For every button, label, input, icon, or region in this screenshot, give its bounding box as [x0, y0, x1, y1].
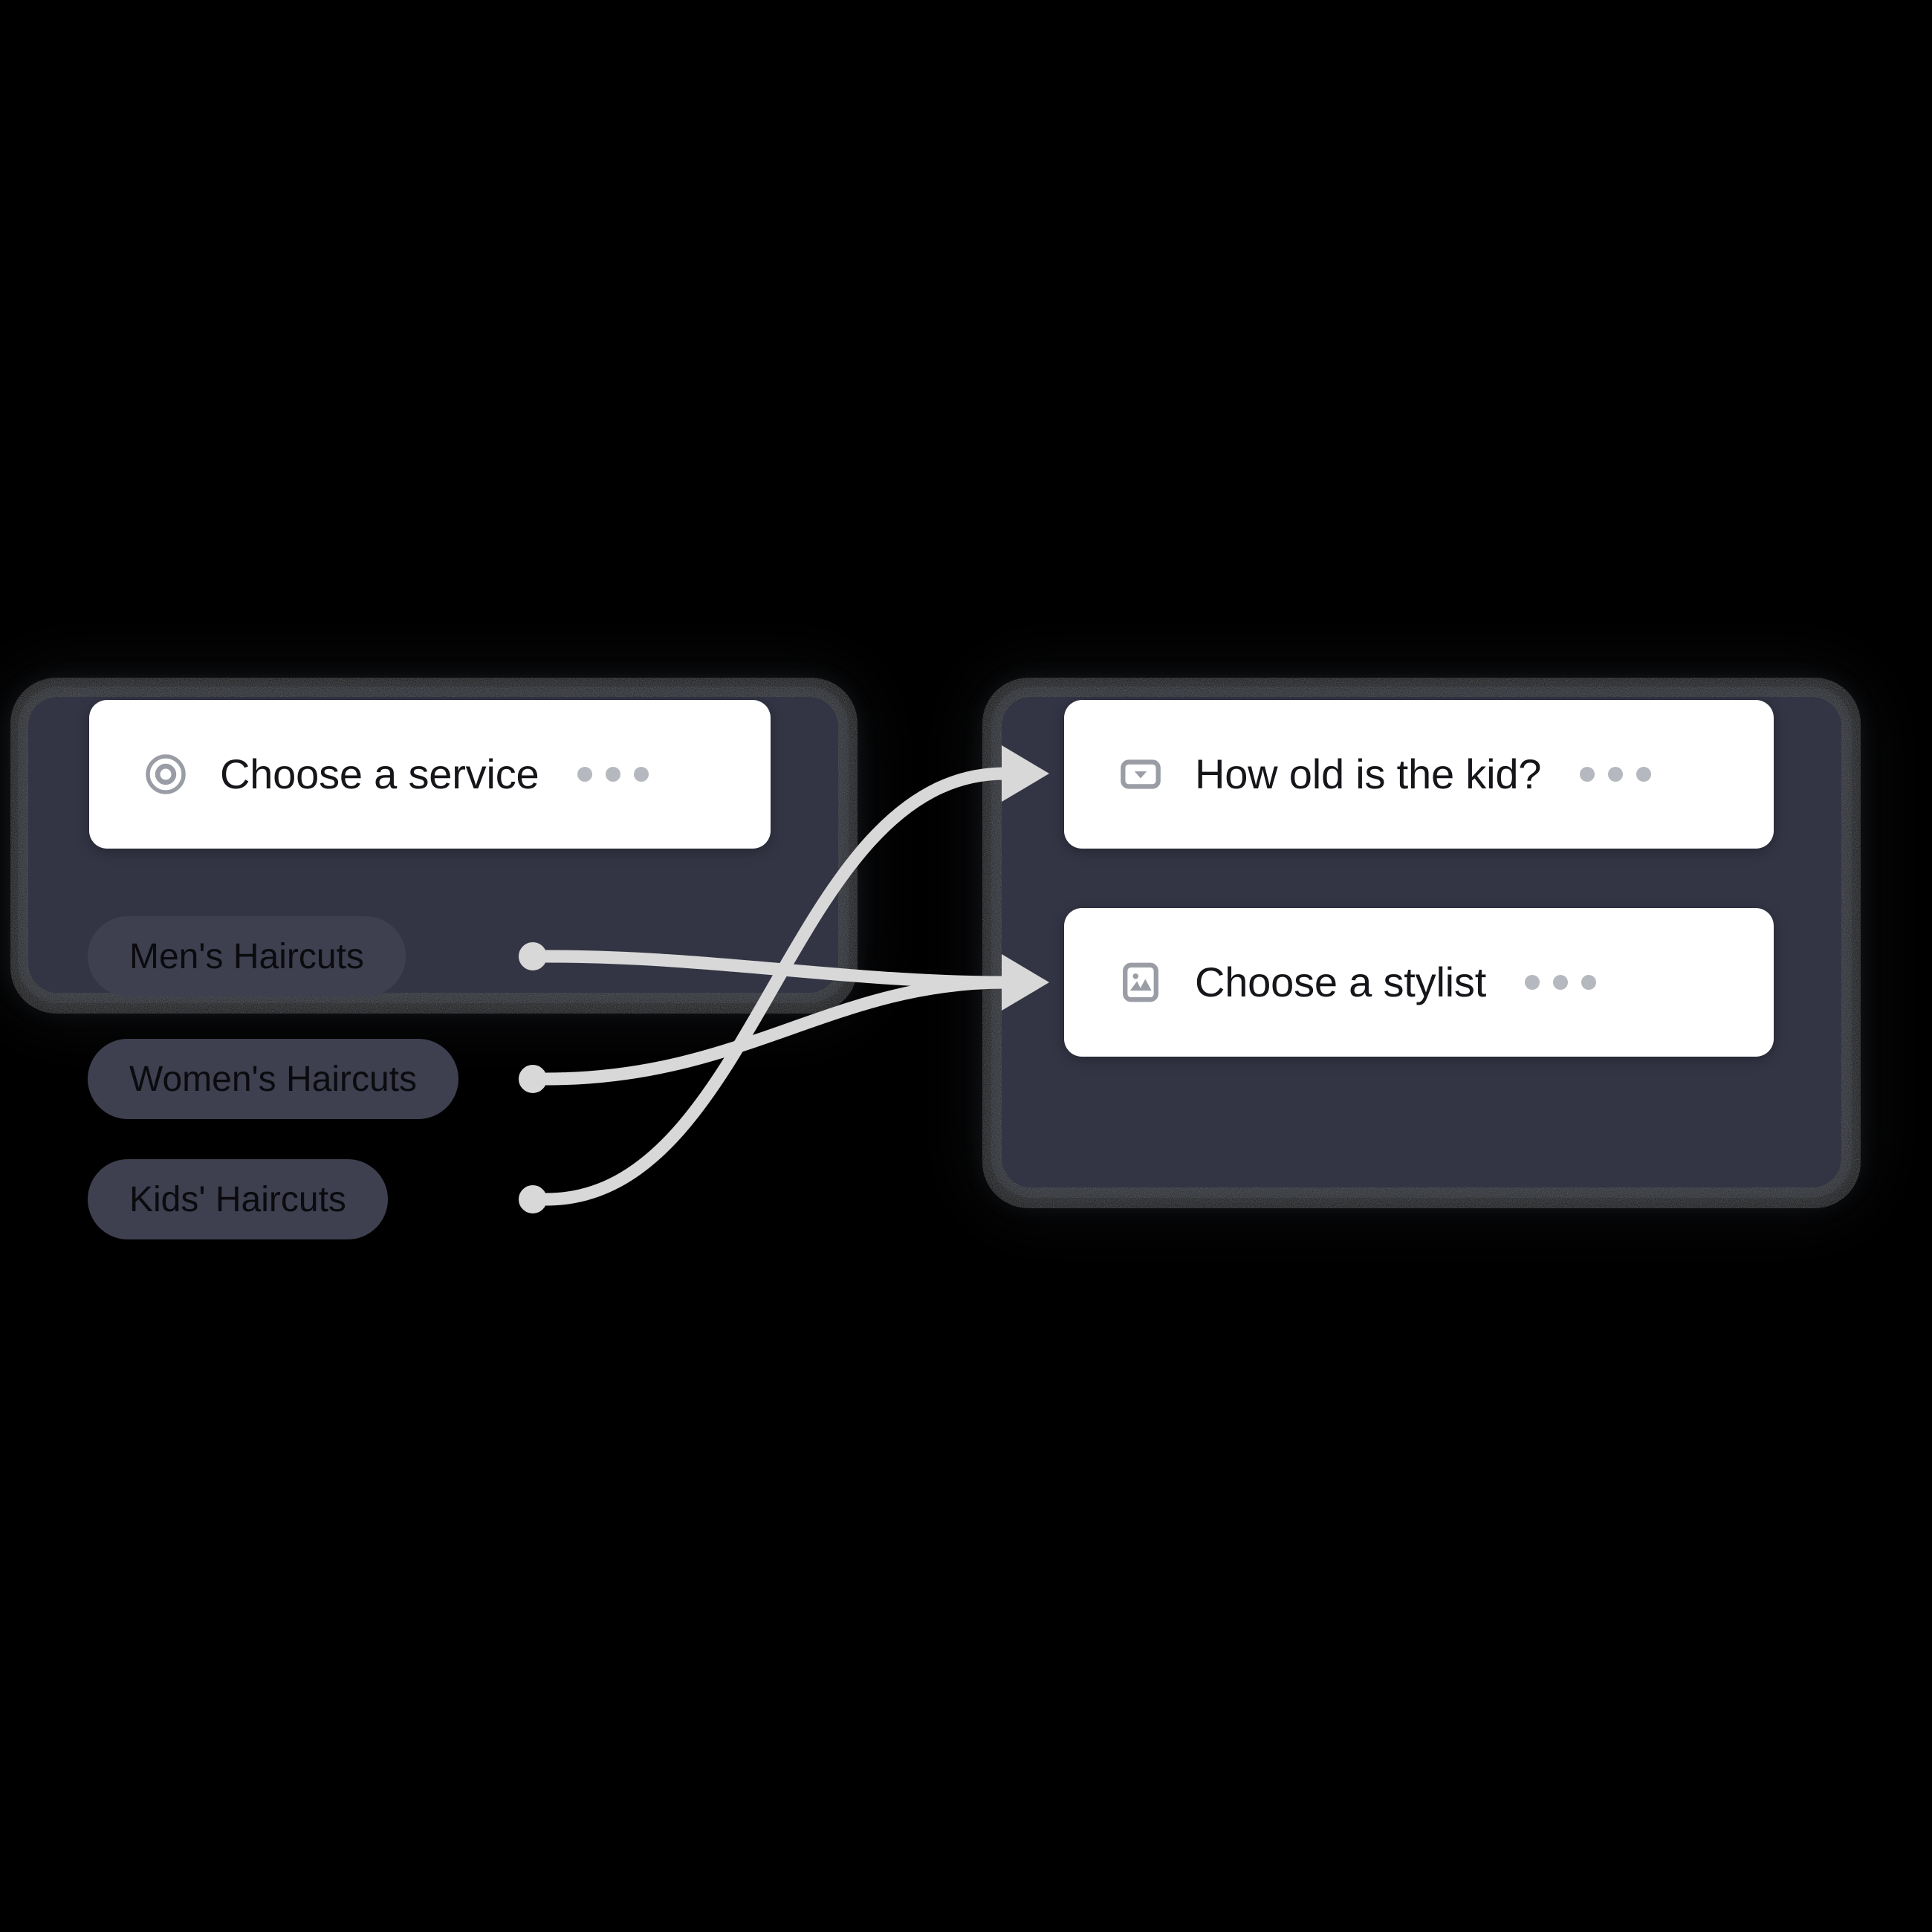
option-chip-kids-haircuts[interactable]: Kids' Haircuts [88, 1159, 388, 1239]
more-options-icon[interactable] [1525, 975, 1597, 990]
card-how-old-is-the-kid[interactable]: How old is the kid? [1064, 700, 1774, 849]
card-title: Choose a stylist [1195, 959, 1487, 1005]
more-options-icon[interactable] [577, 767, 649, 782]
menu-dot [1636, 767, 1652, 782]
edge-handle-womens-haircuts[interactable] [519, 1065, 547, 1093]
card-title: Choose a service [220, 751, 539, 797]
edge-handle-kids-haircuts[interactable] [519, 1185, 547, 1213]
card-choose-stylist[interactable]: Choose a stylist [1064, 908, 1774, 1057]
card-title: How old is the kid? [1195, 751, 1542, 797]
edge-womens-to-stylist [540, 976, 1011, 1086]
menu-dot [1581, 975, 1597, 990]
menu-dot [1525, 975, 1540, 990]
menu-dot [577, 767, 593, 782]
menu-dot [1580, 767, 1595, 782]
radio-button-icon [143, 751, 189, 797]
menu-dot [1553, 975, 1569, 990]
more-options-icon[interactable] [1580, 767, 1652, 782]
option-chip-womens-haircuts[interactable]: Women's Haircuts [88, 1039, 459, 1119]
menu-dot [1608, 767, 1624, 782]
option-chip-mens-haircuts[interactable]: Men's Haircuts [88, 916, 406, 996]
menu-dot [606, 767, 621, 782]
edge-handle-mens-haircuts[interactable] [519, 942, 547, 970]
card-choose-service[interactable]: Choose a service [89, 700, 771, 849]
dropdown-select-icon [1118, 751, 1164, 797]
image-icon [1118, 959, 1164, 1005]
menu-dot [634, 767, 649, 782]
